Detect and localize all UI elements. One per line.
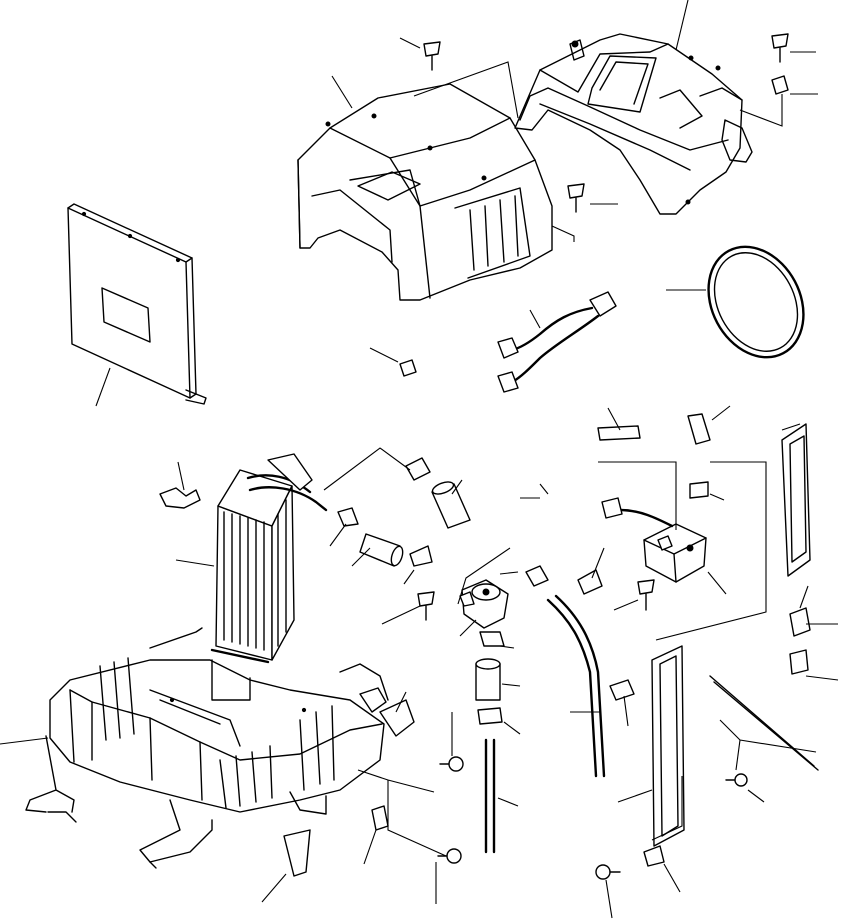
rod-icon	[149, 627, 203, 649]
clip-icon	[399, 359, 417, 377]
guide-icon	[283, 829, 311, 877]
hose-icon	[359, 481, 606, 854]
upper-bracket-icon	[514, 33, 753, 215]
belt-icon	[707, 245, 805, 359]
bracket-icon	[379, 699, 415, 737]
clamp-icon	[159, 457, 709, 725]
lower-case-icon	[25, 657, 389, 869]
valve-icon	[459, 579, 509, 629]
harness-icon	[497, 291, 617, 393]
bracket-icon	[771, 75, 789, 95]
side-panel-icon	[67, 203, 207, 405]
bracket-icon	[643, 845, 665, 867]
screw-icon	[417, 33, 789, 880]
actuator-icon	[597, 413, 711, 583]
heater-core-icon	[210, 453, 328, 664]
bracket-icon	[371, 805, 389, 831]
filter-panel-icon	[651, 423, 819, 847]
upper-cover-icon	[297, 83, 553, 301]
